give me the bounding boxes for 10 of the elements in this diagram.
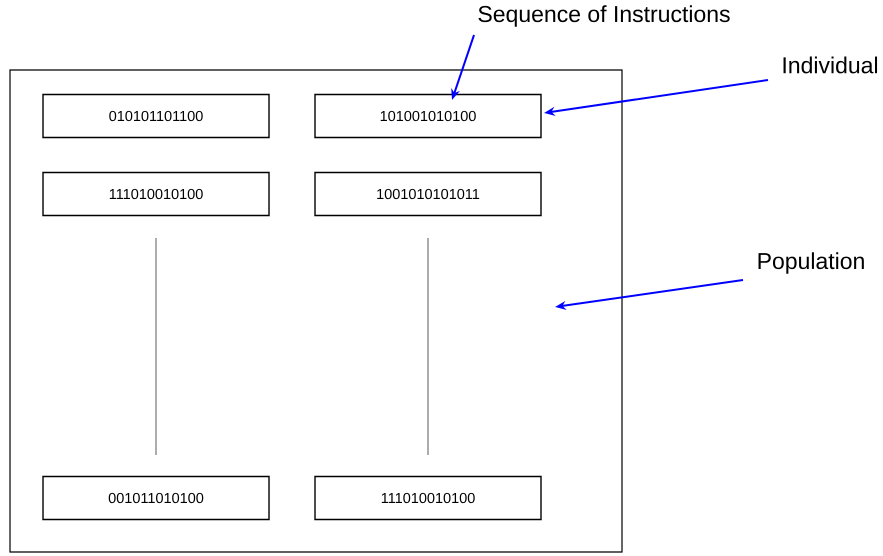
sequence-box: 111010010100 [42,172,270,216]
label-text: Sequence of Instructions [478,5,730,27]
population-box [9,69,623,553]
sequence-box: 101001010100 [314,94,542,138]
sequence-box: 1001010101011 [314,172,542,216]
label-text: Population [758,252,864,274]
sequence-box: 111010010100 [314,476,542,520]
sequence-box: 010101101100 [42,94,270,138]
label-text: Individual [784,56,878,74]
sequence-box: 001011010100 [42,476,270,520]
